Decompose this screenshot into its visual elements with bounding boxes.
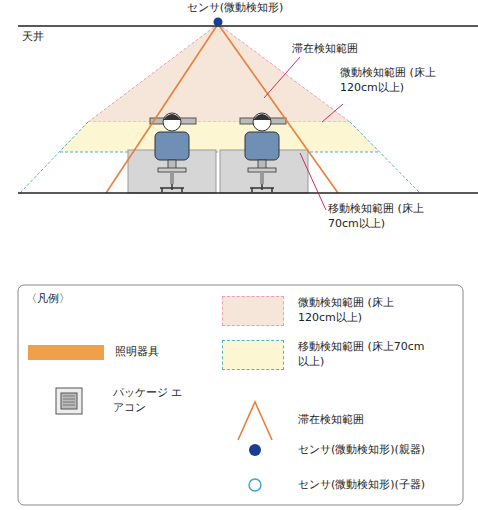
label: 〈凡例〉 <box>26 292 86 307</box>
label: センサ(微動検知形) <box>170 1 300 16</box>
legend-text: 微動検知範囲 (床上120cm以上) <box>298 296 428 326</box>
legend-text: 滞在検知範囲 <box>298 413 448 428</box>
legend-text: センサ(微動検知形)(親器) <box>298 443 453 458</box>
legend-swatch <box>222 340 284 370</box>
legend-text: センサ(微動検知形)(子器) <box>298 478 453 493</box>
label: 移動検知範囲 (床上70cm以上) <box>328 202 428 232</box>
legend-swatch <box>222 296 284 326</box>
label: 微動検知範囲 (床上120cm以上) <box>340 66 440 96</box>
label: 滞在検知範囲 <box>292 42 382 57</box>
legend-text: パッケージ エアコン <box>113 386 183 416</box>
label: 天井 <box>22 30 62 45</box>
legend-text: 照明器具 <box>115 345 205 360</box>
legend-text: 移動検知範囲 (床上70cm以上) <box>298 340 428 370</box>
legend-swatch <box>28 345 104 360</box>
